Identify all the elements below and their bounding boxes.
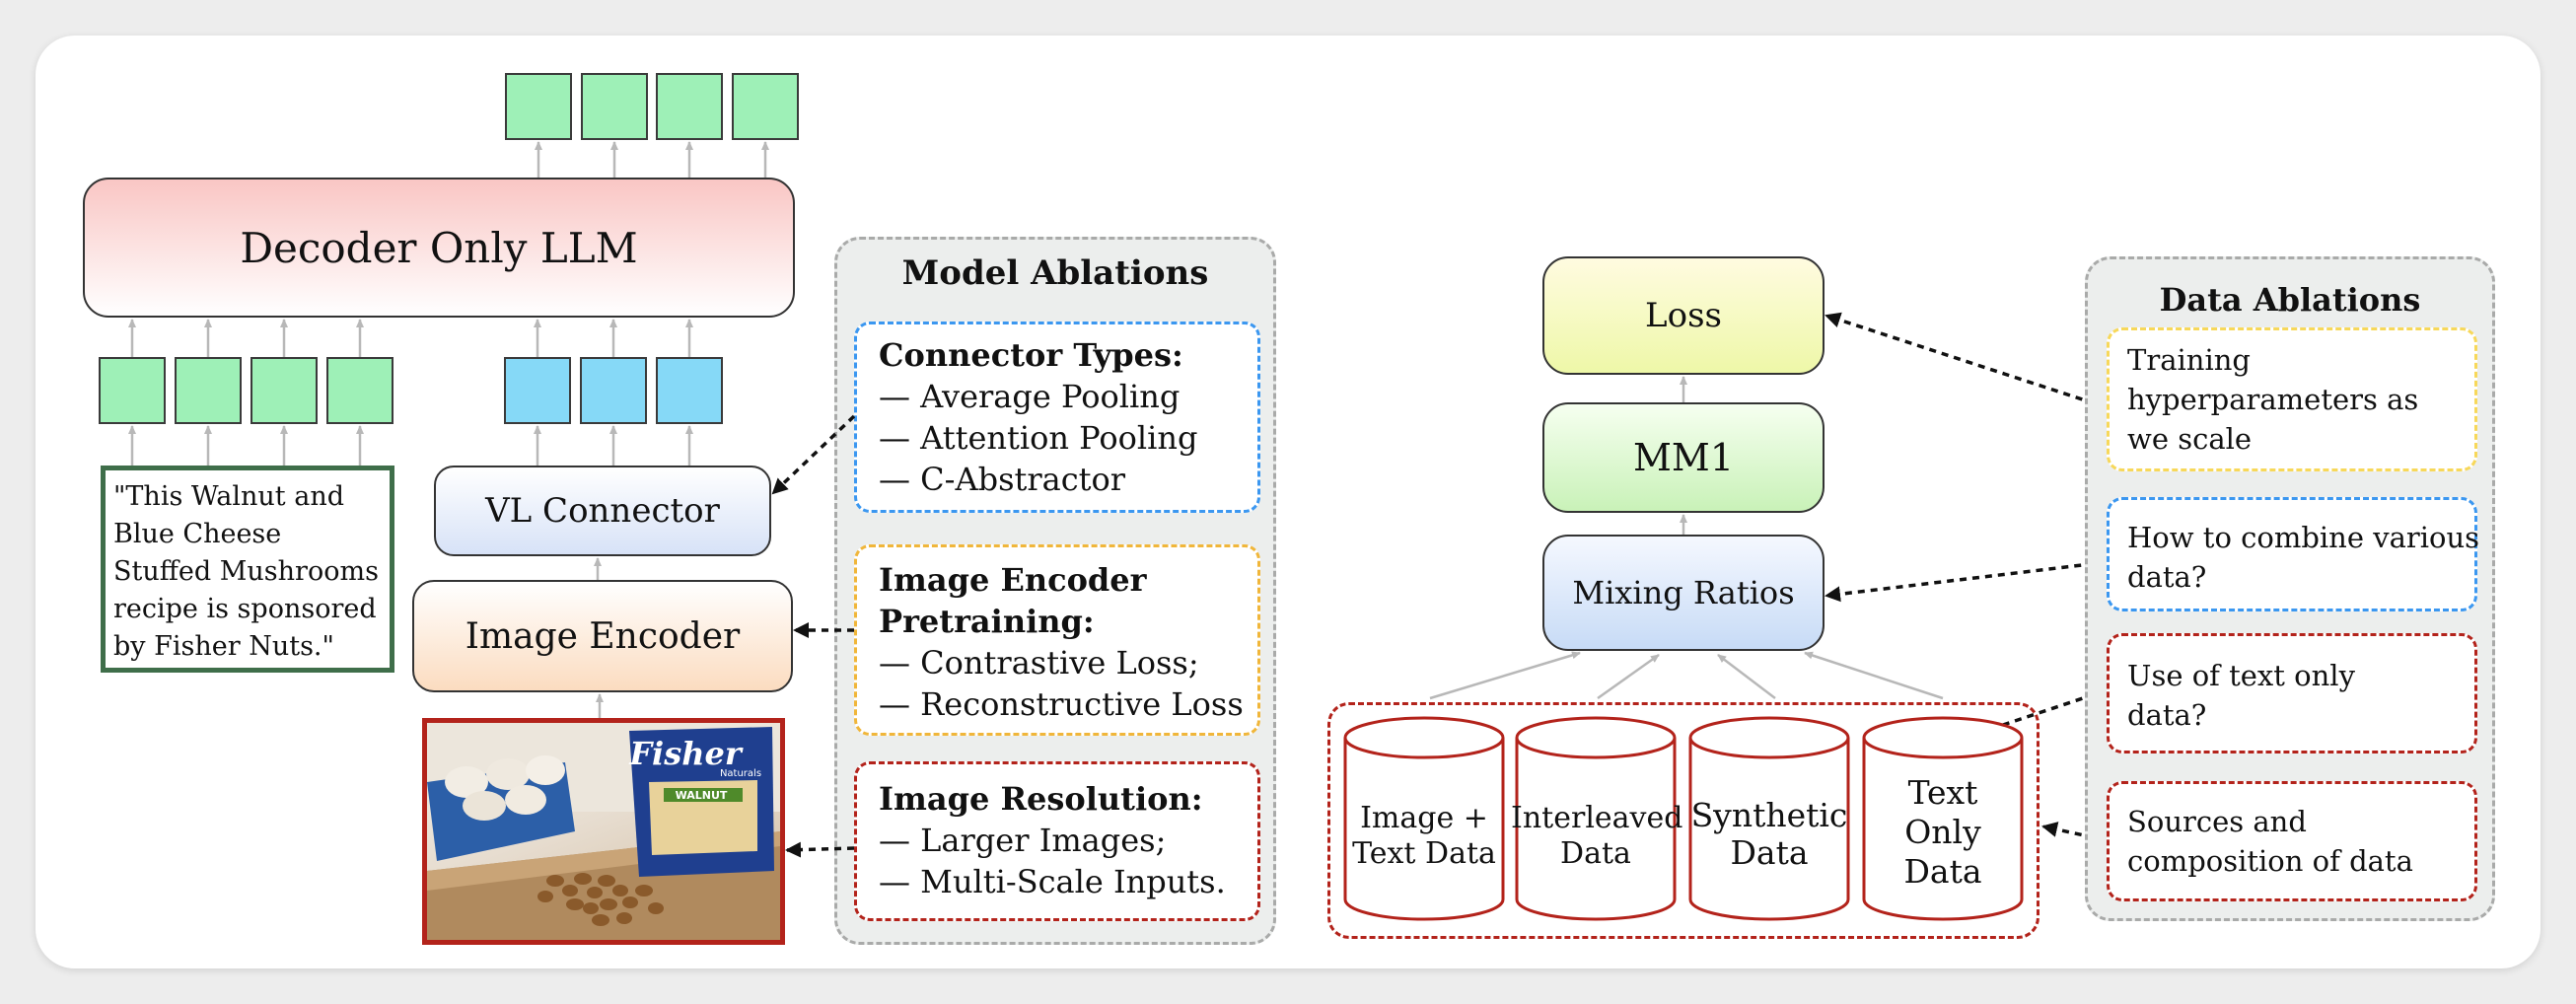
image-resolution-box: Image Resolution: — Larger Images; — Mul… [854, 761, 1260, 921]
flow-arrows [128, 141, 1944, 718]
cylinder-text-only [1862, 738, 2024, 921]
caption-text: "This Walnut and Blue Cheese Stuffed Mus… [113, 481, 379, 662]
decoder-llm-label: Decoder Only LLM [240, 223, 638, 272]
text-token [175, 357, 242, 424]
data-ablation-line: Sources and [2127, 805, 2307, 838]
mixing-ratios-label: Mixing Ratios [1572, 574, 1795, 611]
source-label-line: Text Data [1352, 836, 1496, 871]
image-resolution-heading: Image Resolution: [879, 780, 1203, 818]
connector-item: — Average Pooling [879, 378, 1181, 415]
data-ablation-line: hyperparameters as [2127, 383, 2419, 416]
connector-types-box: Connector Types: — Average Pooling — Att… [854, 322, 1260, 513]
output-token [581, 73, 648, 140]
text-token [99, 357, 166, 424]
source-label-line: Image + [1360, 801, 1488, 835]
data-cylinders [1343, 716, 2024, 921]
source-label-line: Text [1907, 773, 1978, 812]
cylinder-interleaved [1515, 738, 1677, 921]
loss-box: Loss [1542, 256, 1825, 375]
resolution-item: — Multi-Scale Inputs. [879, 863, 1226, 900]
connector-types-heading: Connector Types: [879, 336, 1183, 374]
image-encoder-label: Image Encoder [465, 615, 741, 657]
encoder-pretraining-heading-line: Image Encoder [879, 561, 1147, 599]
mm1-box: MM1 [1542, 402, 1825, 513]
data-ablation-line: Use of text only [2127, 659, 2355, 692]
text-only-data-box: Use of text only data? [2107, 633, 2477, 753]
cylinder-top [1688, 716, 1850, 759]
data-ablation-line: How to combine various [2127, 521, 2480, 554]
mixing-ratios-box: Mixing Ratios [1542, 535, 1825, 651]
vl-connector-label: VL Connector [485, 491, 720, 531]
image-brand-text: Fisher [628, 735, 744, 772]
ablation-arrows [771, 312, 2108, 858]
output-token [505, 73, 572, 140]
image-subbrand-text: Naturals [720, 768, 761, 779]
output-token [656, 73, 723, 140]
sources-composition-box: Sources and composition of data [2107, 781, 2477, 901]
cylinder-top [1515, 716, 1677, 759]
combine-data-box: How to combine various data? [2107, 497, 2480, 611]
data-sources-group [1327, 702, 2039, 939]
source-label-synthetic: Synthetic Data [1690, 797, 1848, 872]
image-illustration: WALNUT Fisher Naturals [427, 723, 780, 940]
connector-item: — C-Abstractor [879, 461, 1126, 498]
data-ablation-line: Training [2127, 343, 2251, 377]
image-token [504, 357, 571, 424]
source-label-interleaved: Interleaved Data [1511, 801, 1683, 872]
data-ablation-line: data? [2127, 560, 2207, 594]
cylinder-synthetic [1688, 738, 1850, 921]
caption-box: "This Walnut and Blue Cheese Stuffed Mus… [101, 466, 394, 673]
source-label-image-text: Image + Text Data [1345, 801, 1503, 872]
vl-connector-box: VL Connector [434, 466, 771, 556]
data-ablation-line: composition of data [2127, 844, 2413, 878]
encoder-pretraining-heading-line: Pretraining: [879, 603, 1095, 640]
connector-item: — Attention Pooling [879, 419, 1198, 457]
model-ablations-title: Model Ablations [901, 253, 1209, 293]
text-token [250, 357, 318, 424]
source-label-line: Only [1904, 813, 1981, 851]
input-image: WALNUT Fisher Naturals [422, 718, 785, 945]
image-token [580, 357, 647, 424]
resolution-item: — Larger Images; [879, 822, 1167, 859]
source-label-line: Synthetic [1690, 796, 1848, 834]
source-label-line: Data [1560, 836, 1631, 871]
image-token [656, 357, 723, 424]
data-ablation-line: data? [2127, 698, 2207, 732]
cylinder-image-text [1343, 738, 1505, 921]
source-label-line: Interleaved [1511, 801, 1683, 835]
mm1-label: MM1 [1633, 436, 1734, 479]
pretraining-item: — Reconstructive Loss [879, 685, 1244, 723]
image-encoder-box: Image Encoder [412, 580, 793, 692]
cylinder-top [1862, 716, 2024, 759]
decoder-llm-box: Decoder Only LLM [83, 178, 795, 318]
data-ablation-line: we scale [2127, 422, 2253, 456]
output-token [732, 73, 799, 140]
image-product-text: WALNUT [676, 789, 728, 802]
loss-label: Loss [1645, 296, 1722, 335]
pretraining-item: — Contrastive Loss; [879, 644, 1199, 681]
source-label-line: Data [1730, 833, 1809, 872]
text-token [326, 357, 394, 424]
data-ablations-title: Data Ablations [2159, 281, 2421, 319]
source-label-line: Data [1903, 852, 1982, 891]
training-hyperparams-box: Training hyperparameters as we scale [2107, 327, 2477, 471]
encoder-pretraining-box: Image Encoder Pretraining: — Contrastive… [854, 544, 1260, 736]
source-label-text-only: Text Only Data [1864, 773, 2022, 892]
cylinder-top [1343, 716, 1505, 759]
